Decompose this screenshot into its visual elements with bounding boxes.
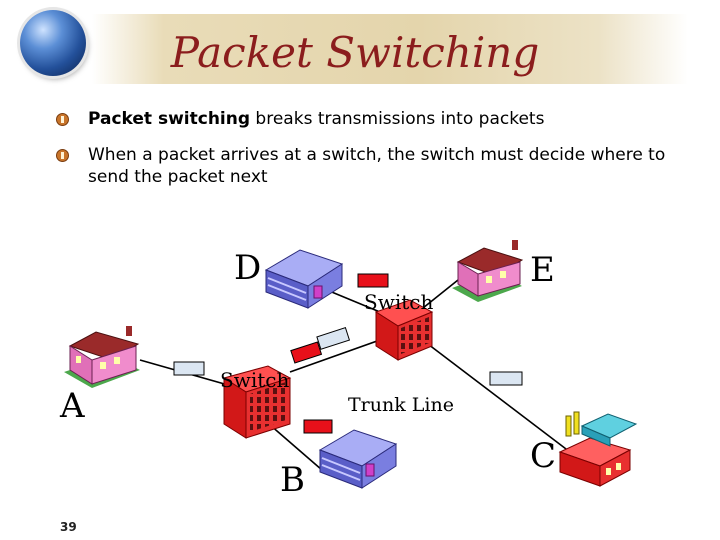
- link-switch-right-c: [419, 337, 571, 453]
- switch-left-label: Switch: [220, 368, 290, 392]
- bullet-item: When a packet arrives at a switch, the s…: [56, 144, 676, 188]
- packet-blue: [489, 371, 523, 386]
- packets: [173, 273, 523, 434]
- packet-red: [303, 419, 333, 434]
- switch-right-icon: [374, 299, 434, 361]
- packet-red: [290, 341, 323, 364]
- node-label-a: A: [60, 386, 85, 426]
- bullet-item: Packet switching breaks transmissions in…: [56, 108, 676, 130]
- page-number: 39: [60, 520, 77, 534]
- bullet-bold-term: Packet switching: [88, 109, 251, 129]
- office-building-b-icon: [318, 429, 398, 489]
- node-label-d: D: [234, 248, 262, 288]
- title-banner: [92, 14, 688, 84]
- trunk-line-label: Trunk Line: [348, 394, 454, 416]
- node-label-c: C: [530, 436, 557, 476]
- office-building-d-icon: [264, 249, 344, 309]
- node-label-e: E: [530, 250, 555, 290]
- switch-left-icon: [222, 365, 292, 439]
- packet-blue: [173, 361, 205, 376]
- node-label-b: B: [280, 460, 305, 500]
- switch-right-label: Switch: [364, 290, 434, 314]
- globe-icon: [20, 10, 86, 76]
- bullet-text: When a packet arrives at a switch, the s…: [88, 145, 666, 187]
- bullet-icon: [56, 113, 69, 126]
- factory-c-icon: [558, 411, 638, 487]
- bullet-list: Packet switching breaks transmissions in…: [56, 108, 676, 202]
- link-e-switch-right: [417, 279, 459, 313]
- packet-blue: [316, 327, 351, 350]
- bullet-icon: [56, 149, 69, 162]
- house-e-icon: [452, 240, 524, 302]
- bullet-text: breaks transmissions into packets: [250, 109, 545, 129]
- slide-title: Packet Switching: [170, 28, 540, 77]
- packet-red: [357, 273, 389, 288]
- house-a-icon: [64, 326, 140, 388]
